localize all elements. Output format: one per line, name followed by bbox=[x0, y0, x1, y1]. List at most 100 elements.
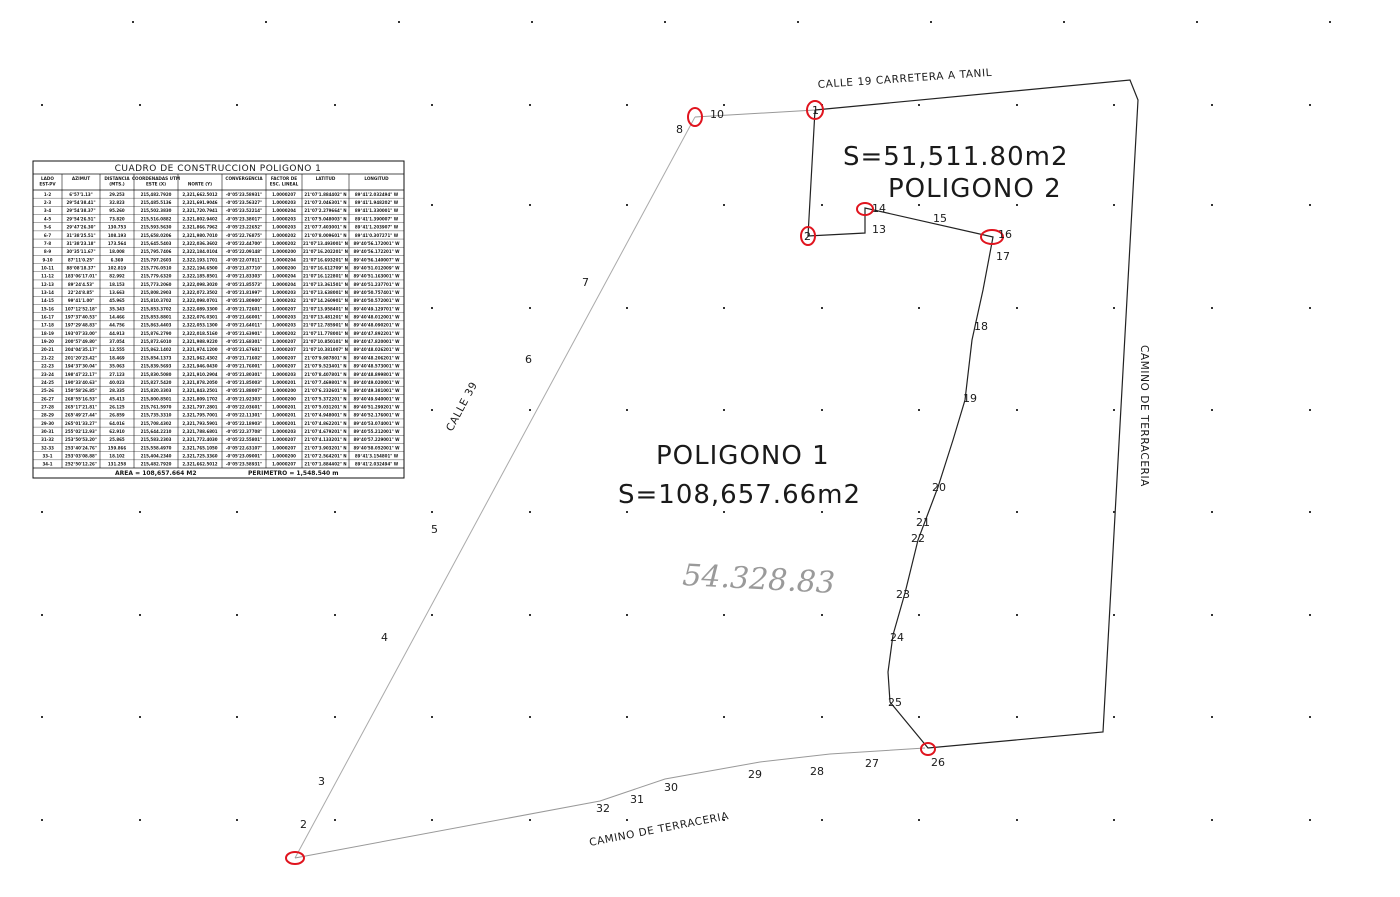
vertex-label: 17 bbox=[996, 250, 1010, 263]
table-cell: 89°41'1.948202" W bbox=[355, 200, 399, 205]
grid-tick bbox=[1113, 204, 1115, 206]
grid-tick bbox=[1309, 204, 1311, 206]
table-cell: 6-7 bbox=[44, 233, 51, 238]
grid-tick bbox=[821, 409, 823, 411]
table-cell: 215,853.3702 bbox=[141, 306, 172, 311]
table-cell: 194°37'30.04" bbox=[65, 364, 97, 369]
table-frame bbox=[32, 160, 405, 479]
grid-tick bbox=[821, 819, 823, 821]
table-cell: 89°41'1.203907" W bbox=[355, 225, 399, 230]
vertex-label: 28 bbox=[810, 765, 824, 778]
grid-tick bbox=[821, 716, 823, 718]
table-cell: -0°05'21.80900" bbox=[226, 298, 262, 303]
table-cell: -0°05'21.83303" bbox=[226, 274, 262, 279]
vertex-label: 7 bbox=[582, 276, 589, 289]
grid-tick bbox=[626, 409, 628, 411]
table-cell: 89°41'2.032494" W bbox=[355, 462, 399, 467]
table-cell: 1.0000203 bbox=[272, 315, 296, 320]
table-cell: 2,322,185.8501 bbox=[182, 274, 217, 279]
table-cell: 35.343 bbox=[109, 306, 125, 311]
table-cell: 89°41'1.390007" W bbox=[355, 216, 399, 221]
grid-tick bbox=[918, 104, 920, 106]
table-cell: 253°50'53.20" bbox=[65, 437, 97, 442]
table-cell: 21°07'5.031201" N bbox=[304, 404, 346, 409]
table-cell: 20-21 bbox=[41, 347, 54, 352]
table-cell: 1-2 bbox=[44, 192, 51, 197]
table-cell: 21°07'13.958401" N bbox=[303, 306, 348, 311]
grid-tick bbox=[431, 819, 433, 821]
table-cell: 253°40'24.76" bbox=[65, 445, 97, 450]
table-cell: 215,773.2060 bbox=[141, 282, 172, 287]
grid-tick bbox=[821, 307, 823, 309]
grid-tick bbox=[529, 716, 531, 718]
table-cell: -0°05'21.92303" bbox=[226, 396, 262, 401]
table-cell: 215,485.5136 bbox=[141, 200, 172, 205]
table-cell: 215,482.7920 bbox=[141, 462, 172, 467]
table-cell: -0°05'23.09001" bbox=[226, 454, 262, 459]
grid-tick bbox=[918, 819, 920, 821]
vertex-label: 31 bbox=[630, 793, 644, 806]
table-cell: 2,321,910.2904 bbox=[182, 372, 217, 377]
table-cell: 32.823 bbox=[109, 200, 125, 205]
table-cell: 1.0000207 bbox=[272, 355, 296, 360]
table-cell: 215,827.5420 bbox=[141, 380, 172, 385]
grid-tick bbox=[236, 511, 238, 513]
table-cell: 27-28 bbox=[41, 404, 54, 409]
grid-tick bbox=[918, 409, 920, 411]
table-cell: -0°05'22.55801" bbox=[226, 437, 262, 442]
table-cell: 130.753 bbox=[108, 225, 126, 230]
table-cell: 21°07'2.279664" N bbox=[304, 208, 346, 213]
table-cell: 89°40'57.229001" W bbox=[353, 437, 400, 442]
polygon1-area: S=108,657.66m2 bbox=[618, 480, 861, 510]
table-cell: 215,558.4970 bbox=[141, 445, 172, 450]
table-cell: 89°40'48.573001" W bbox=[353, 364, 400, 369]
table-cell: 215,482.7920 bbox=[141, 192, 172, 197]
table-cell: 2,321,878.2050 bbox=[182, 380, 217, 385]
table-cell: 99°41'1.00" bbox=[68, 298, 94, 303]
table-cell: 2-3 bbox=[44, 200, 51, 205]
table-cell: 21°07'12.785901" N bbox=[303, 323, 348, 328]
table-cell: 89°40'50.572001" W bbox=[353, 298, 400, 303]
vertex-label: 16 bbox=[998, 228, 1012, 241]
table-cell: 64.016 bbox=[109, 421, 125, 426]
table-cell: 21°07'11.778001" N bbox=[303, 331, 348, 336]
table-cell: 22°24'8.85" bbox=[68, 290, 94, 295]
grid-tick bbox=[431, 104, 433, 106]
table-cell: 33-1 bbox=[42, 454, 52, 459]
table-cell: 26.125 bbox=[109, 404, 125, 409]
grid-tick bbox=[1309, 409, 1311, 411]
grid-tick bbox=[1063, 21, 1065, 23]
table-cell: 89°40'48.206201" W bbox=[353, 355, 400, 360]
table-cell: 88°08'18.37" bbox=[66, 265, 95, 270]
table-cell: 1.0000204 bbox=[272, 282, 296, 287]
grid-tick bbox=[334, 104, 336, 106]
table-cell: 21°07'4.133201" N bbox=[304, 437, 346, 442]
table-cell: 29.253 bbox=[109, 192, 125, 197]
table-cell: 215,853.8801 bbox=[141, 315, 172, 320]
table-cell: 2,321,662.5012 bbox=[182, 192, 217, 197]
table-cell: 18-19 bbox=[41, 331, 54, 336]
vertex-label: 25 bbox=[888, 696, 902, 709]
grid-tick bbox=[664, 21, 666, 23]
table-cell: -0°05'22.09148" bbox=[226, 249, 262, 254]
marker-vertex-1 bbox=[285, 851, 305, 865]
table-cell: 1.0000203 bbox=[272, 429, 296, 434]
marker-vertex-9 bbox=[687, 107, 703, 127]
table-cell: -0°05'21.88007" bbox=[226, 388, 262, 393]
grid-tick bbox=[918, 614, 920, 616]
table-cell: 21°07'8.009601" N bbox=[304, 233, 346, 238]
table-cell: 2,321,765.1050 bbox=[182, 445, 217, 450]
table-cell: -0°05'21.85003" bbox=[226, 380, 262, 385]
table-perimeter-footer: PERIMETRO = 1,548.540 m bbox=[248, 470, 339, 477]
grid-tick bbox=[1016, 204, 1018, 206]
table-cell: -0°05'23.52214" bbox=[226, 208, 262, 213]
table-cell: 21°07'13.638001" N bbox=[303, 290, 348, 295]
table-cell: 1.0000202 bbox=[272, 241, 296, 246]
grid-tick bbox=[1016, 511, 1018, 513]
table-cell: 1.0000203 bbox=[272, 216, 296, 221]
grid-tick bbox=[1309, 511, 1311, 513]
table-cell: 25.865 bbox=[109, 437, 125, 442]
table-cell: 45.965 bbox=[109, 298, 125, 303]
table-cell: 13-14 bbox=[41, 290, 54, 295]
table-cell: 215,830.5080 bbox=[141, 372, 172, 377]
